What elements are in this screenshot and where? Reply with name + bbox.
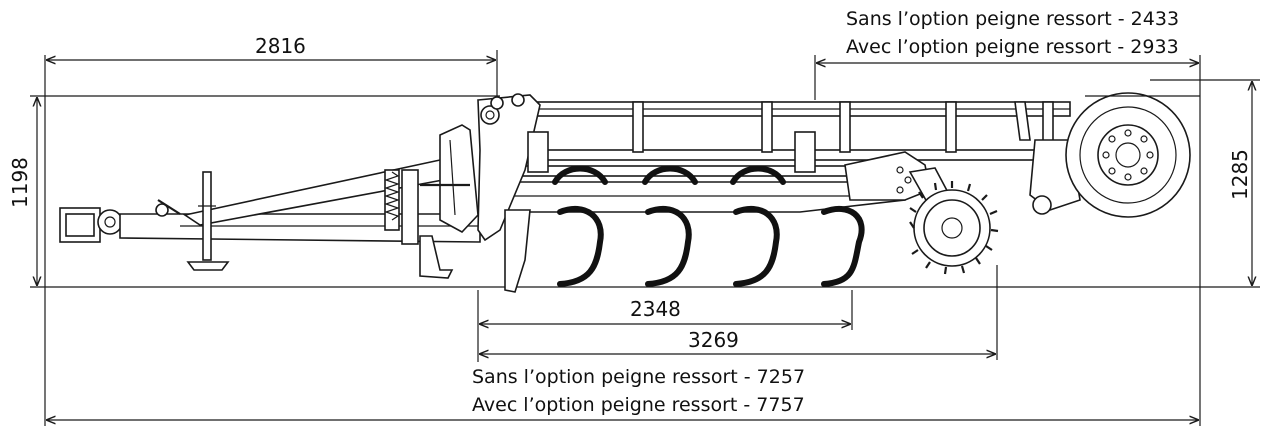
dim-2348-label: 2348 (630, 297, 681, 321)
dim-2816-label: 2816 (255, 34, 306, 58)
note-top-without-option: Sans l’option peigne ressort - 2433 (846, 8, 1180, 30)
note-bottom-without-option: Sans l’option peigne ressort - 7257 (472, 366, 806, 388)
parking-stand (186, 171, 230, 271)
packer-roller (909, 181, 999, 275)
note-top-with-option: Avec l’option peigne ressort - 2933 (846, 36, 1179, 58)
transport-wheel (1029, 92, 1200, 218)
extension-lines (30, 50, 1260, 426)
spring-tines (504, 131, 865, 293)
dim-1285-label: 1285 (1228, 149, 1252, 200)
front-mast (384, 124, 479, 279)
dimension-lines (37, 60, 1252, 420)
dim-1198-label: 1198 (8, 157, 32, 208)
note-bottom-with-option: Avec l’option peigne ressort - 7757 (472, 394, 805, 416)
dim-3269-label: 3269 (688, 328, 739, 352)
main-frame (477, 93, 1071, 242)
